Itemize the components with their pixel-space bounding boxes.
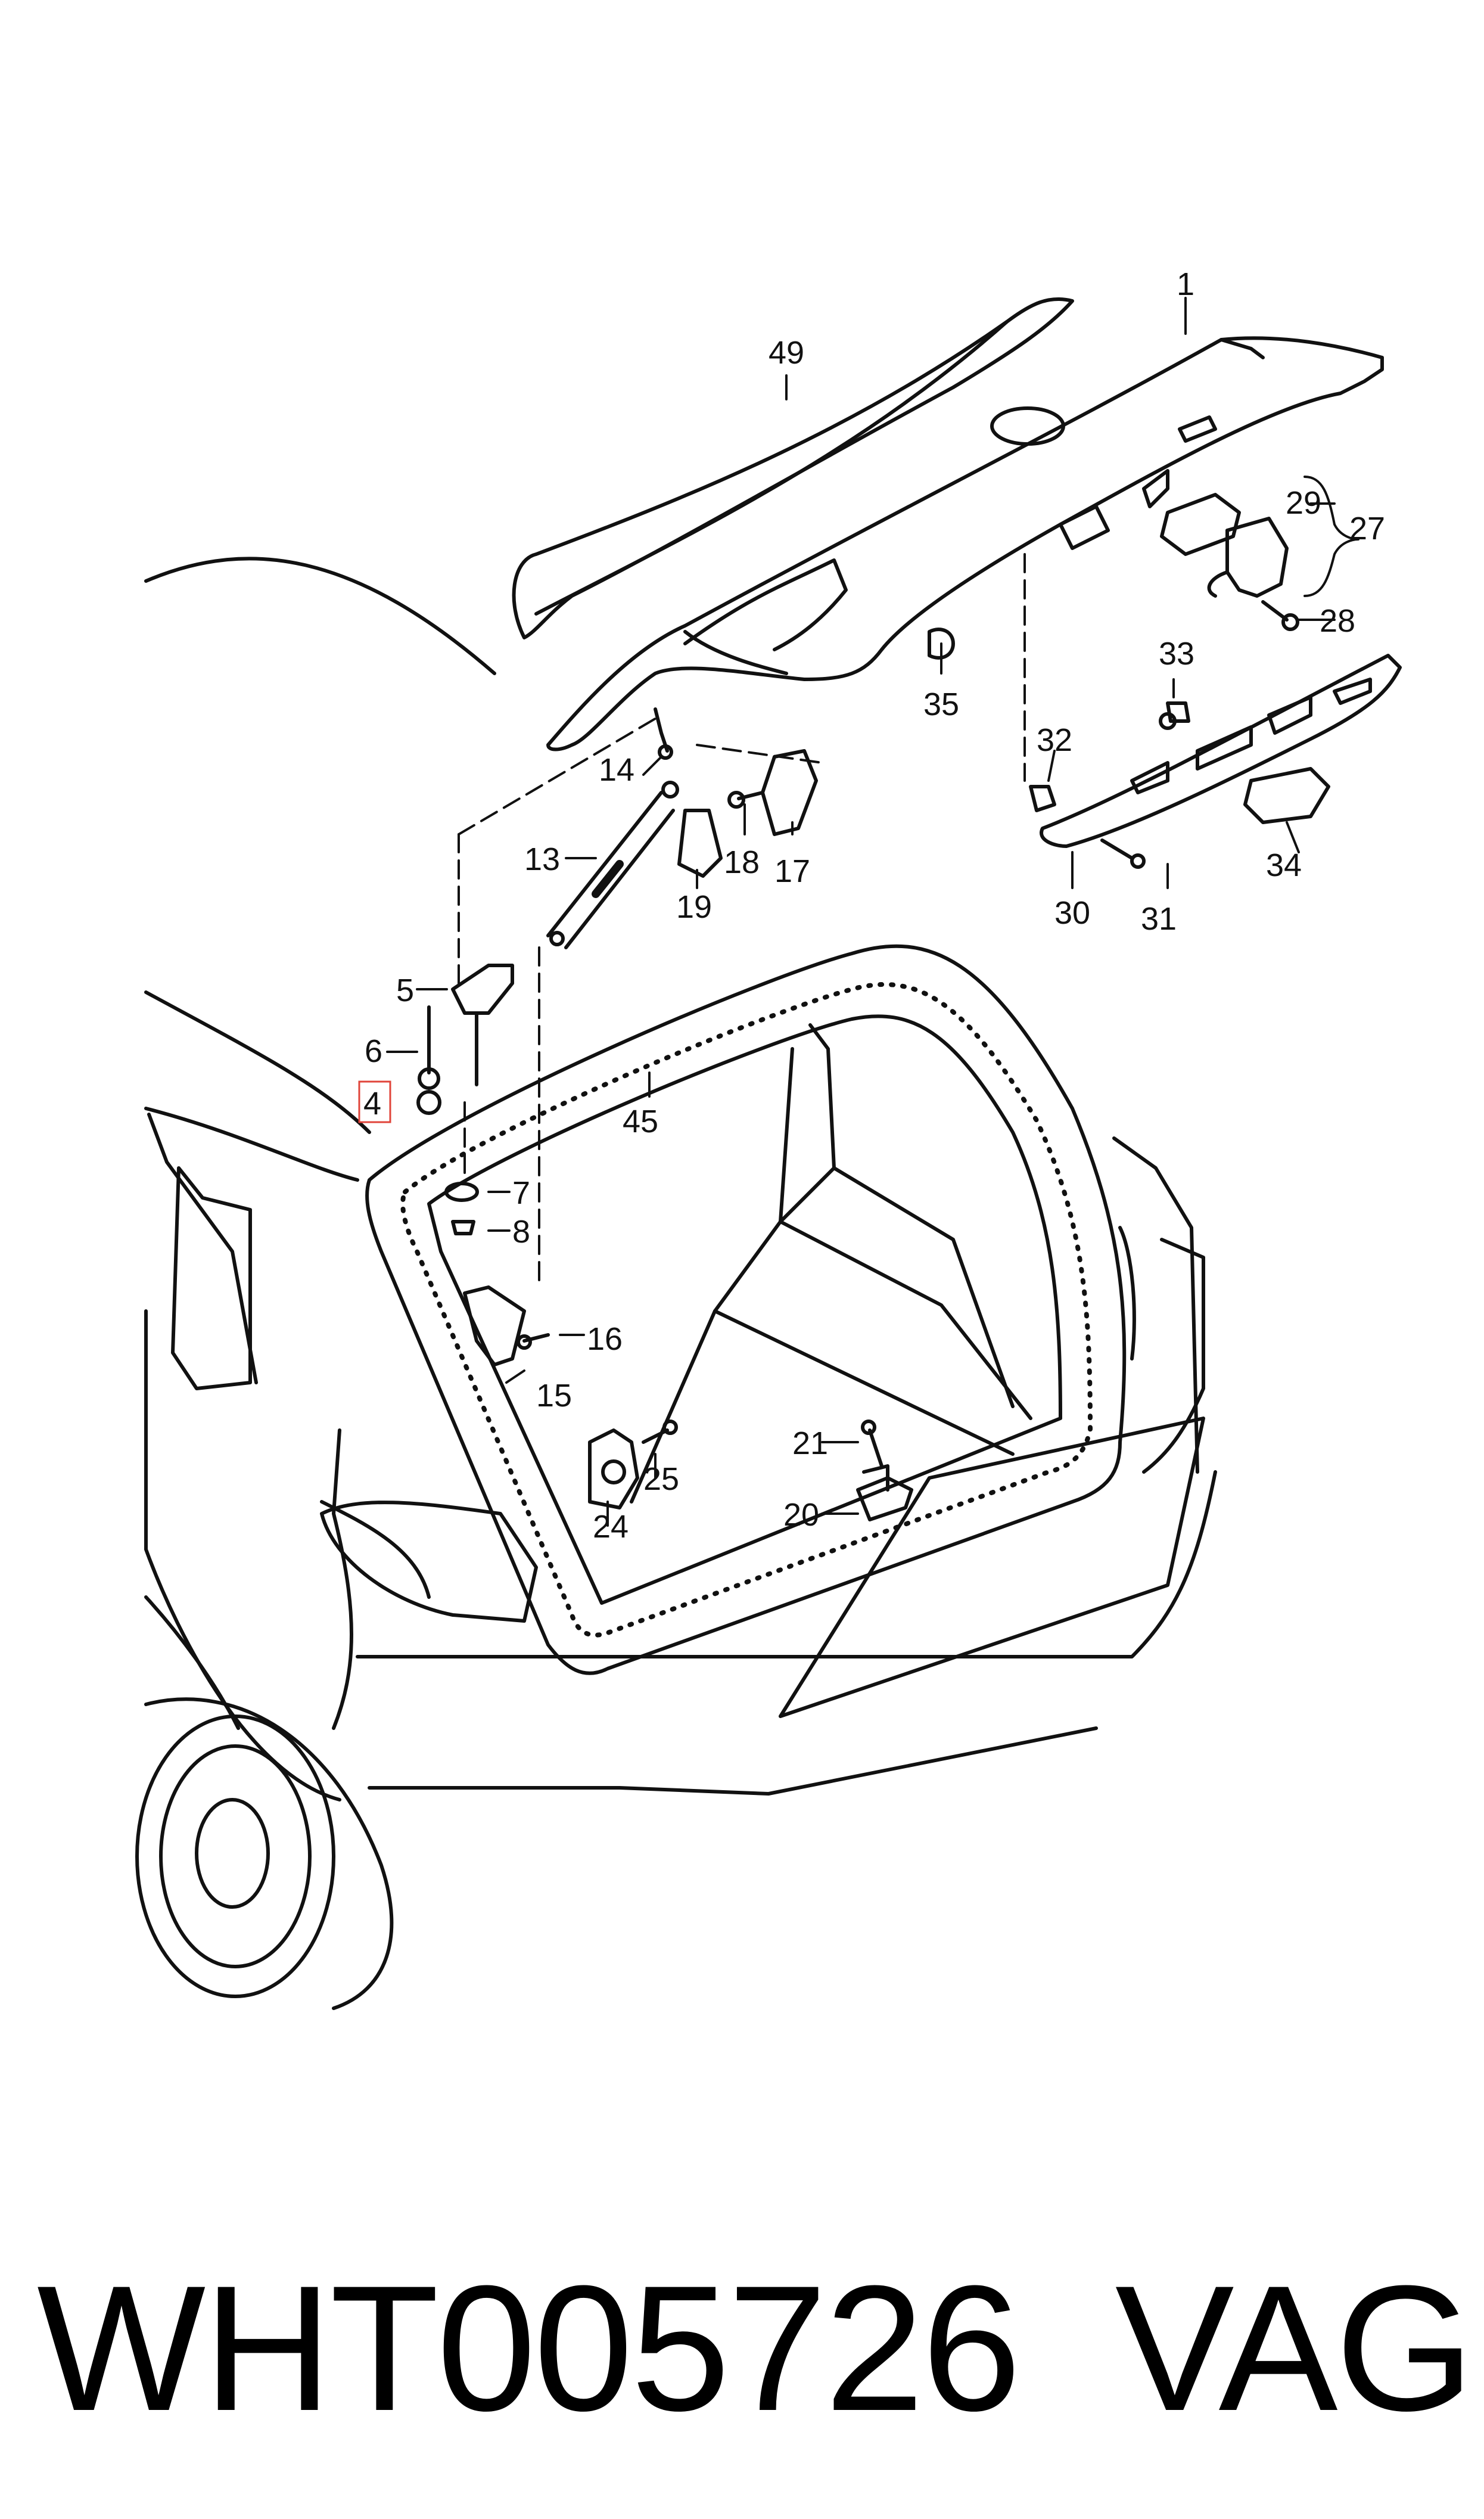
callout-25: 25 [643,1461,679,1497]
callout-6: 6 [365,1033,382,1069]
callout-4: 4 [363,1086,381,1122]
lower-hinge [463,1285,526,1366]
callout-49: 49 [769,335,804,371]
callout-27: 27 [1349,511,1385,546]
callout-31: 31 [1141,901,1177,937]
callout-33: 33 [1159,636,1194,672]
lock-assembly [1160,493,1289,598]
callout-20: 20 [783,1497,819,1533]
callout-13: 13 [524,841,560,877]
rear-wheel [135,1697,394,2010]
gas-strut [546,781,679,949]
striker-plate [588,1428,639,1509]
callout-leaders [386,297,1359,1527]
callout-18: 18 [724,844,760,880]
callout-labels: 1 49 29 27 28 33 35 32 14 13 18 17 19 30 31 34 56 4 45 78 16… [363,266,1385,1545]
roof-spoiler [512,297,1074,639]
trim-strip [1040,654,1402,848]
callout-29: 29 [1286,485,1321,521]
callout-30: 30 [1054,895,1090,931]
callout-16: 16 [587,1321,623,1357]
callout-14: 14 [599,752,634,788]
buffers [928,628,1190,812]
brand-label: VAG [1115,2248,1474,2448]
callout-35: 35 [923,687,959,722]
callout-4-highlight [358,1080,391,1123]
callout-17: 17 [774,853,810,889]
callout-19: 19 [676,889,712,925]
hinge [427,964,514,1086]
callout-1: 1 [1177,266,1194,302]
callout-34: 34 [1266,847,1302,883]
tailgate-seal [365,944,1127,1675]
callout-24: 24 [593,1509,629,1545]
callout-7: 7 [512,1175,530,1211]
callout-21: 21 [792,1425,828,1461]
callout-5: 5 [396,973,414,1008]
callout-32: 32 [1037,722,1072,758]
exploded-parts-diagram: 1 49 29 27 28 33 35 32 14 13 18 17 19 30 31 34 56 4 45 78 16… [135,266,1402,2010]
lower-latch [856,1464,913,1521]
fasteners [416,600,1299,1468]
callout-28: 28 [1320,603,1355,639]
camera-switch [1243,767,1330,824]
leader-lines [458,553,1026,1282]
part-number: WHT005726 [37,2248,1021,2448]
callout-8: 8 [512,1214,530,1250]
car-body-outline [144,557,1217,1801]
callout-45: 45 [623,1104,658,1139]
luggage-compartment [630,1023,1032,1504]
callout-15: 15 [536,1378,572,1414]
tailgate-shell [546,336,1384,751]
